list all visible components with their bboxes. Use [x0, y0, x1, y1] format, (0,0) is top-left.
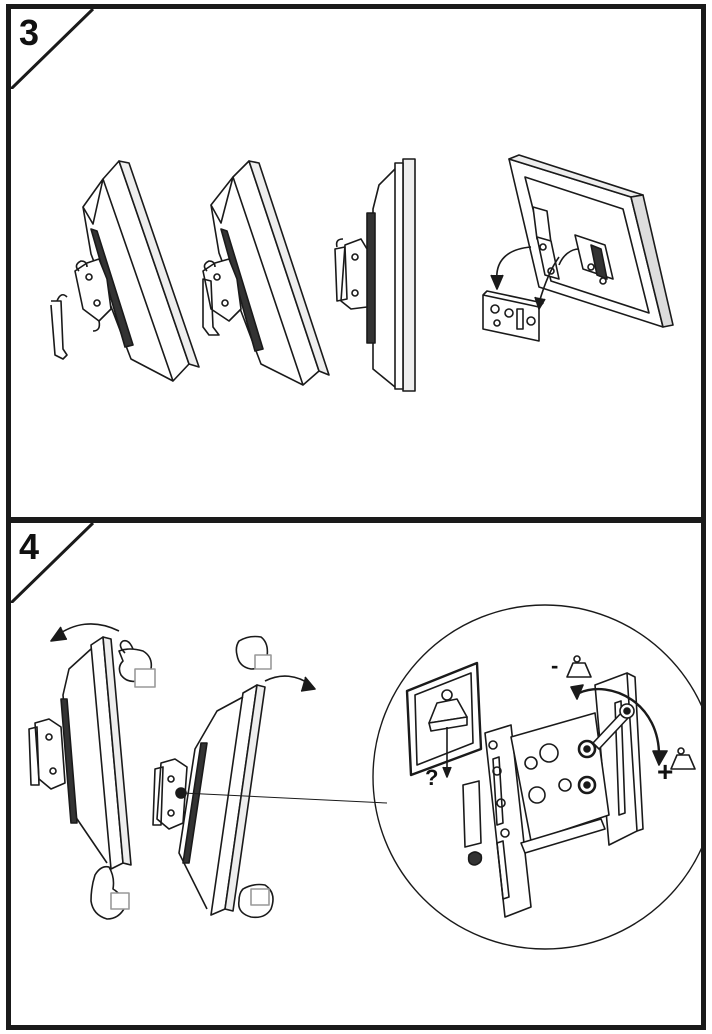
minus-label: -: [551, 653, 558, 678]
hand-icon: [235, 635, 272, 670]
weight-icon: [670, 747, 696, 770]
plus-label: +: [657, 756, 673, 787]
tv-rear-plate-figure: [482, 154, 674, 342]
step-3-tab: [11, 9, 95, 89]
wall-plate: [594, 672, 644, 846]
tv-tilt-back-figure: [152, 675, 316, 916]
weight-icon: [566, 655, 592, 678]
wrench-icon: [592, 703, 635, 750]
hand-icon: [237, 883, 274, 919]
step-3-illustration: [50, 154, 674, 392]
tv-hook-on-figure-2: [202, 160, 330, 386]
curved-arrow-icon: [578, 688, 661, 760]
step-4-tab: [11, 523, 95, 603]
magnifier-callout-icon: [372, 604, 701, 950]
tv-hook-on-figure-1: [50, 160, 200, 382]
weight-icon: [428, 689, 468, 732]
hand-icon: [118, 639, 156, 688]
step-4-number: 4: [19, 526, 40, 567]
tv-tilt-forward-figure: [28, 623, 132, 870]
hand-icon: [90, 865, 130, 920]
step-3-panel: 3: [6, 4, 706, 522]
step-4-illustration: - + ?: [28, 604, 701, 950]
tv-hook-on-figure-3: [334, 158, 416, 392]
step-3-number: 3: [19, 12, 40, 53]
step-4-panel: 4: [6, 518, 706, 1030]
question-label: ?: [425, 765, 438, 790]
tv-weight-inset: [405, 661, 483, 778]
